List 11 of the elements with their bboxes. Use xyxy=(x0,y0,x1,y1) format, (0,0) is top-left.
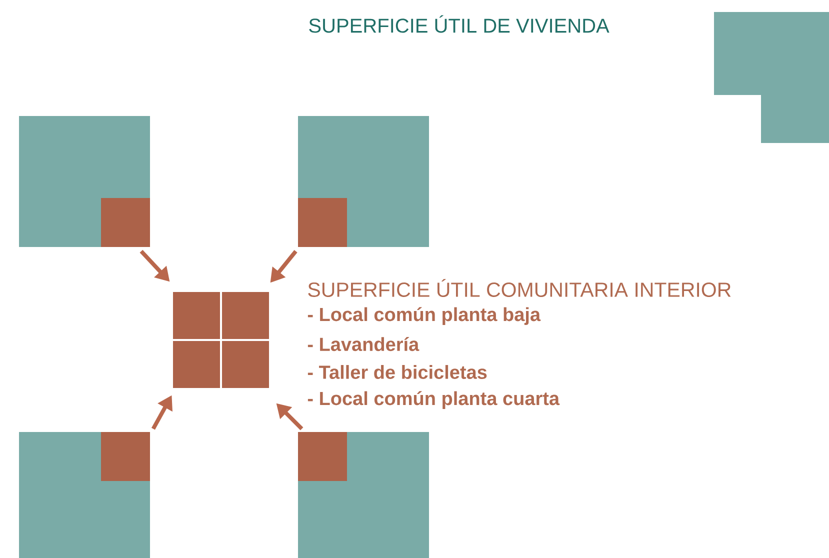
list-item: - Lavandería xyxy=(308,336,420,352)
dwelling-square xyxy=(298,432,429,558)
list-item: - Taller de bicicletas xyxy=(308,365,487,379)
dwelling-square xyxy=(19,116,150,247)
list-item: - Local común planta baja xyxy=(308,307,541,325)
legend-text: SUPERFICIE ÚTIL DE VIVIENDA xyxy=(309,15,610,33)
dwelling-square xyxy=(19,432,150,558)
grid-square xyxy=(172,291,270,389)
dwelling-square xyxy=(298,116,429,247)
list-item: - Local común planta cuarta xyxy=(308,391,560,409)
heading: SUPERFICIE ÚTIL COMUNITARIA INTERIOR xyxy=(308,279,731,297)
